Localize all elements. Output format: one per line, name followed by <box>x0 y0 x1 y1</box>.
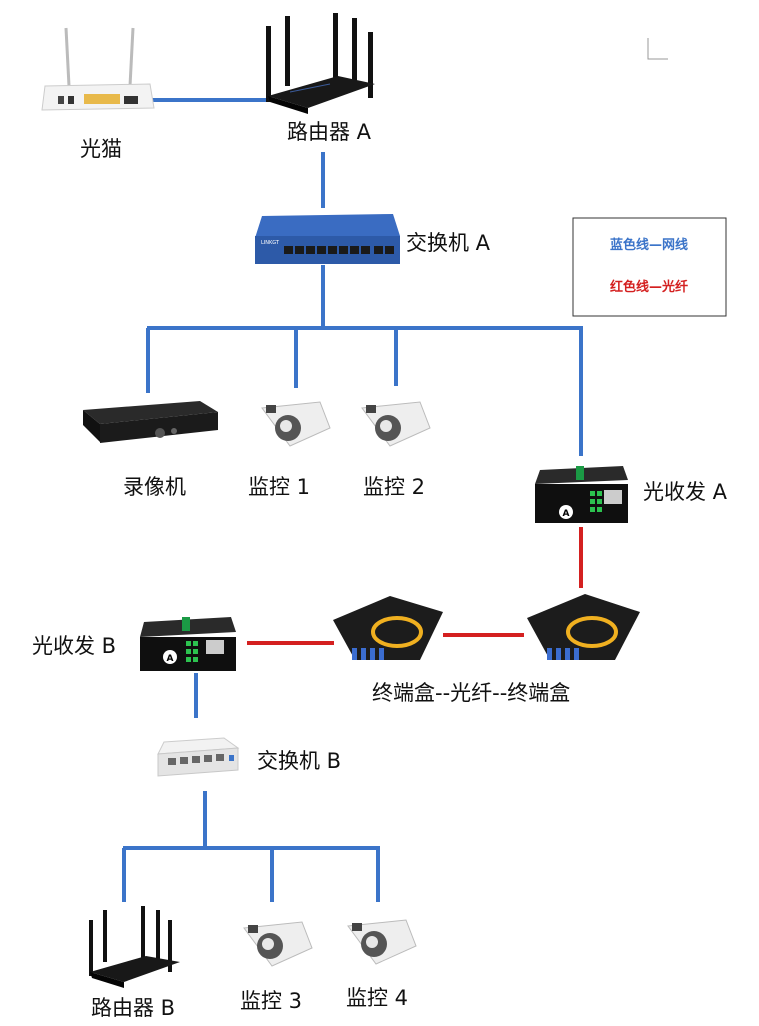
switch-a-brand: LINKGT <box>261 240 280 246</box>
modem-icon <box>41 27 155 111</box>
router-b-icon <box>89 906 180 988</box>
transceiver-b-badge: A <box>167 654 174 664</box>
nvr-icon <box>83 401 218 443</box>
label-router-b: 路由器 B <box>91 996 175 1020</box>
legend-fiber: 红色线—光纤 <box>610 279 688 295</box>
camera-1-icon <box>261 401 331 447</box>
camera-3-icon <box>243 921 313 967</box>
label-switch-b: 交换机 B <box>257 749 341 773</box>
legend: 蓝色线—网线 红色线—光纤 <box>572 217 727 317</box>
legend-network-cable: 蓝色线—网线 <box>610 237 688 253</box>
label-switch-a: 交换机 A <box>406 231 491 255</box>
fiber-cables <box>247 527 583 645</box>
switch-b-icon <box>157 737 240 777</box>
transceiver-a-icon: A <box>535 466 628 523</box>
label-cam4: 监控 4 <box>346 986 408 1010</box>
label-router-a: 路由器 A <box>287 120 372 144</box>
label-nvr: 录像机 <box>123 475 186 499</box>
label-cam1: 监控 1 <box>248 475 310 499</box>
page-corner-mark <box>647 38 668 60</box>
legend-box <box>572 217 727 317</box>
camera-4-icon <box>347 919 417 965</box>
camera-2-icon <box>361 401 431 447</box>
label-transceiver-a: 光收发 A <box>643 480 728 504</box>
transceiver-a-badge: A <box>563 509 570 519</box>
network-cables <box>122 98 583 902</box>
router-a-icon <box>266 13 375 114</box>
label-transceiver-b: 光收发 B <box>32 634 116 658</box>
switch-a-icon: LINKGT <box>255 214 400 264</box>
terminal-box-right-icon <box>527 594 640 660</box>
label-cam3: 监控 3 <box>240 989 302 1013</box>
label-cam2: 监控 2 <box>363 475 425 499</box>
label-terminal-link: 终端盒--光纤--终端盒 <box>372 681 570 705</box>
label-modem: 光猫 <box>80 137 122 161</box>
transceiver-b-icon: A <box>140 617 236 671</box>
terminal-box-left-icon <box>333 596 443 660</box>
